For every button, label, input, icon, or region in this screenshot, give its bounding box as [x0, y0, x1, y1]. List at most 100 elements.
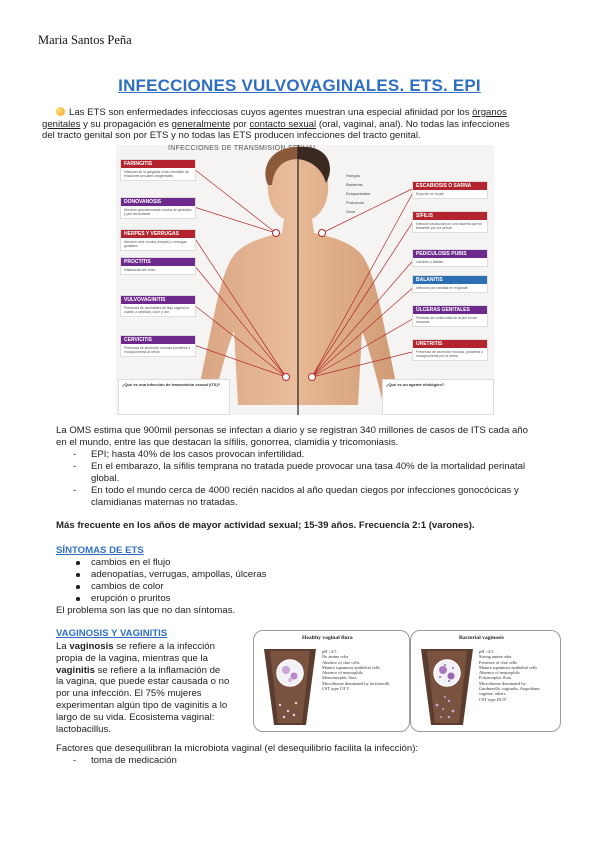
intro-paragraph: Las ETS son enfermedades infecciosas cuy…	[42, 107, 544, 142]
flora-item: Microbiome dominated by lactobacilli	[322, 680, 390, 686]
symptom-item: cambios en el flujo	[91, 557, 171, 568]
sti-card-body: Infección de la garganta como resultado …	[124, 170, 190, 179]
panel-title: Healthy vaginal flora	[302, 635, 353, 641]
flora-item: pH >4.5	[479, 649, 494, 654]
sti-card-title: CERVICITIS	[121, 336, 195, 344]
symptom-item: adenopatías, verrugas, ampollas, úlceras	[91, 569, 267, 580]
text: se refiere a la infección	[113, 641, 215, 652]
oms-paragraph: La OMS estima que 900mil personas se inf…	[56, 425, 546, 448]
vaginosis-line: la vagina, que puede estar causada o no	[56, 676, 230, 688]
sti-card-body: Pérdidas de continuidad de la piel en la…	[416, 316, 477, 325]
flora-item: CST type I II V	[322, 686, 350, 692]
sti-card-title: HERPES Y VERRUGAS	[121, 230, 195, 238]
sti-card-title: DONOVANOSIS	[121, 198, 195, 206]
sti-infographic: INFECCIONES DE TRANSMISIÓN SEXUAL	[116, 145, 494, 415]
flora-item: Absence of clue cells	[322, 659, 360, 665]
sti-card-title: BALANITIS	[413, 276, 487, 284]
sti-card-title: URETRITIS	[413, 340, 487, 348]
intro-text: Las ETS son enfermedades infecciosas cuy…	[69, 107, 473, 118]
oms-item-line: global.	[91, 472, 120, 484]
intro-line-2: genitales y su propagación es generalmen…	[42, 119, 544, 131]
sti-card-body: Presencia de secreción mucosa, purulenta…	[416, 350, 483, 359]
flora-item: Presence of clue cells	[479, 659, 517, 665]
sti-card-body: Afección granulomatosa crónica de genita…	[124, 208, 192, 217]
sti-card-faringitis: FARINGITIS Infección de la garganta como…	[120, 159, 196, 182]
sti-card-vulvovaginitis: VULVOVAGINITIS Presencia de cantidades d…	[120, 295, 196, 318]
sti-card-proctitis: PROCTITIS Inflamación del recto	[120, 257, 196, 276]
oms-item-line: clamidianas maternas no tratadas.	[91, 496, 238, 508]
oms-item: En el embarazo, la sífilis temprana no t…	[91, 461, 547, 484]
intro-line-1: Las ETS son enfermedades infecciosas cuy…	[56, 107, 544, 119]
flora-item: pH <4.5	[322, 649, 337, 654]
text: se refiere a la inflamación de	[94, 664, 221, 676]
sti-card-balanitis: BALANITIS Infección por candida en el gl…	[412, 275, 488, 294]
symptom-item: cambios de color	[91, 581, 164, 592]
info-box-title: ¿Qué es un agente etiológico?	[386, 382, 445, 387]
flora-item: No amine odor	[322, 654, 349, 660]
dash-bullet: -	[73, 485, 77, 496]
infographic-title: INFECCIONES DE TRANSMISIÓN SEXUAL	[168, 145, 318, 152]
legend-item: Protozoos	[346, 200, 365, 205]
sti-card-sifilis: SÍFILIS Infección producida por una bact…	[412, 211, 488, 234]
sti-card-uretritis: URETRITIS Presencia de secreción mucosa,…	[412, 339, 488, 362]
vaginosis-line: lactobacillus.	[56, 723, 111, 735]
sti-card-ulceras: ÚLCERAS GENITALES Pérdidas de continuida…	[412, 305, 488, 328]
flora-item: Mature squamous epithelial cells	[479, 664, 537, 670]
vaginal-canal-illustration	[264, 649, 316, 725]
intro-line-3: del tracto genital son por ETS y no toda…	[42, 130, 421, 142]
sti-card-body: Infección producida por una bacteria que…	[416, 222, 482, 231]
sti-card-body: Afección viral crónica (herpes) o verrug…	[124, 240, 187, 249]
oms-item: En todo el mundo cerca de 4000 recién na…	[91, 485, 547, 508]
vaginosis-line: largo de su vida. Ecosistema vaginal:	[56, 711, 215, 723]
symptom-item: erupción o pruritos	[91, 593, 171, 604]
intro-text: (oral, vaginal, anal). No todas las infe…	[316, 118, 510, 130]
sti-card-body: Erupción en la piel	[416, 192, 444, 196]
page-title: INFECCIONES VULVOVAGINALES. ETS. EPI	[118, 76, 481, 95]
sti-card-body: Infección por candida en el glande	[416, 286, 468, 290]
intro-text-underlined: órganos	[472, 107, 507, 118]
vaginosis-line: propia de la vagina, mientras que la	[56, 652, 208, 664]
legend-item: Virus	[346, 209, 356, 214]
flora-item: Microbiome dominated by	[479, 680, 526, 686]
bacterial-vaginosis-list: pH >4.5 Strong amine odor Presence of cl…	[479, 649, 540, 702]
dash-bullet: -	[73, 755, 77, 766]
factors-paragraph: Factores que desequilibran la microbiota…	[56, 743, 419, 754]
flora-item: Mature squamous epithelial cells	[322, 664, 380, 670]
sti-card-donovanosis: DONOVANOSIS Afección granulomatosa cróni…	[120, 197, 196, 220]
bullet-sun-icon	[56, 107, 65, 116]
oms-item-line: En todo el mundo cerca de 4000 recién na…	[91, 485, 519, 496]
vaginosis-paragraph: La vaginosis se refiere a la infección p…	[56, 641, 242, 735]
info-box-etiologic-agent: ¿Qué es un agente etiológico?	[382, 379, 494, 415]
symptoms-note: El problema son las que no dan síntomas.	[56, 605, 236, 616]
bacterial-vaginosis-panel: Bacterial vaginosis pH >4.5 Strong amine…	[410, 630, 561, 732]
sti-card-title: ÚLCERAS GENITALES	[413, 306, 487, 314]
vaginosis-heading: VAGINOSIS Y VAGINITIS	[56, 628, 168, 639]
sti-card-title: FARINGITIS	[121, 160, 195, 168]
sti-card-title: ESCABIOSIS O SARNA	[413, 182, 487, 190]
bullet-dot	[76, 573, 80, 577]
vaginal-canal-illustration	[421, 649, 473, 725]
term-bold: vaginosis	[69, 641, 114, 652]
text: La	[56, 641, 70, 652]
flora-item: Polymorphic flora	[479, 675, 512, 681]
bullet-dot	[76, 585, 80, 589]
intro-text: por	[230, 118, 250, 130]
sti-card-body: Presencia de secreción mucosa purulenta …	[124, 346, 190, 355]
sti-card-cervicitis: CERVICITIS Presencia de secreción mucosa…	[120, 335, 196, 358]
factor-item: toma de medicación	[91, 755, 177, 766]
sti-card-title: VULVOVAGINITIS	[121, 296, 195, 304]
flora-item: vaginae, others	[479, 691, 506, 697]
sti-card-title: SÍFILIS	[413, 212, 487, 220]
vaginosis-line: por una infección. El 75% mujeres	[56, 688, 202, 700]
term-bold: vaginitis	[56, 664, 95, 676]
sti-card-escabiosis: ESCABIOSIS O SARNA Erupción en la piel	[412, 181, 488, 200]
sti-card-body: Liendres o ladillas	[416, 260, 444, 264]
intro-text-underlined: generalmente	[171, 118, 231, 130]
oms-item: EPI; hasta 40% de los casos provocan inf…	[91, 449, 305, 460]
legend-item: Hongos	[346, 173, 360, 178]
oms-line: en el mundo, entre las que destacan la s…	[56, 436, 399, 448]
bullet-dot	[76, 597, 80, 601]
vaginosis-line: La vaginosis se refiere a la infección	[56, 641, 242, 653]
sti-card-herpes: HERPES Y VERRUGAS Afección viral crónica…	[120, 229, 196, 252]
intro-text-underlined: genitales	[42, 118, 81, 130]
